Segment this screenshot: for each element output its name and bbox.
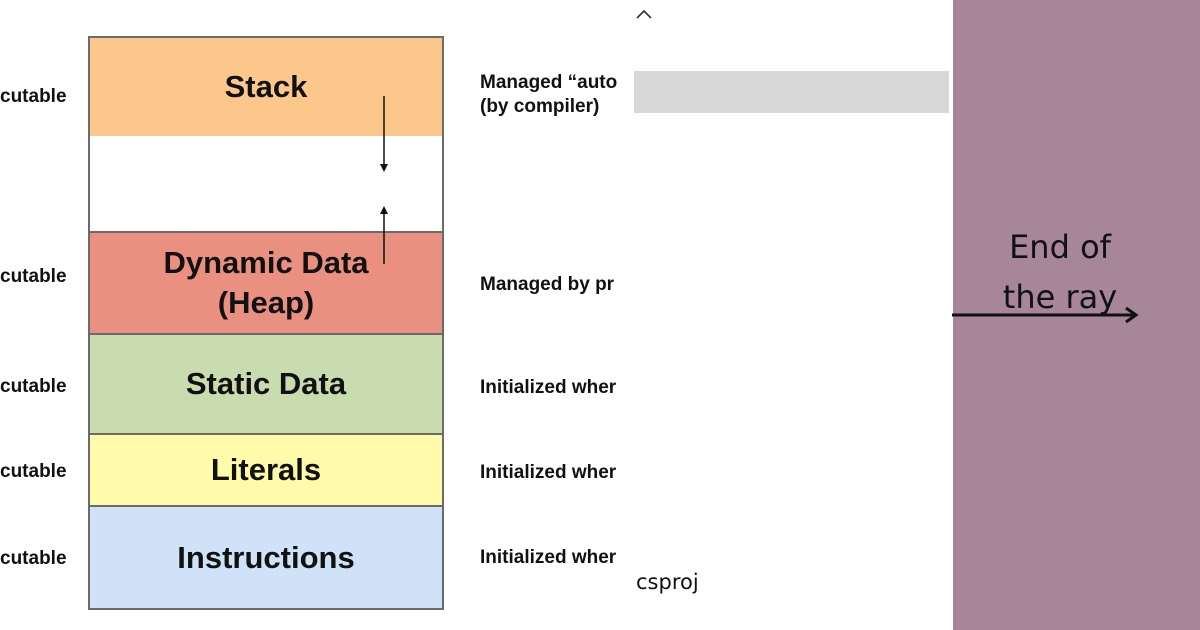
segment-label-instructions: Instructions — [177, 539, 355, 575]
desc-static: Initialized wher — [480, 377, 617, 398]
segment-stack: Stack — [88, 36, 444, 138]
desc-stack: Managed “auto (by compiler) — [480, 72, 618, 117]
end-of-ray-label: End of the ray — [1002, 228, 1118, 316]
segment-label-static: Static Data — [185, 366, 347, 401]
perm-label-instructions: cutable — [0, 548, 67, 569]
gray-placeholder-bar — [634, 71, 949, 113]
ray-arrow — [952, 306, 1139, 324]
segment-literals: Literals — [88, 433, 444, 507]
perm-label-literals: cutable — [0, 461, 67, 482]
file-label: csproj — [636, 570, 699, 594]
growth-arrows — [380, 96, 388, 264]
perm-label-static: cutable — [0, 376, 67, 397]
perm-label-stack: cutable — [0, 86, 67, 107]
segment-label-literals: Literals — [210, 452, 322, 487]
desc-heap: Managed by pr — [480, 274, 615, 295]
desc-literals: Initialized wher — [480, 462, 617, 483]
segment-label-stack: Stack — [224, 69, 308, 104]
segment-static-data: Static Data — [88, 333, 444, 435]
chevron-up-icon[interactable] — [634, 2, 654, 22]
desc-instructions: Initialized wher — [480, 547, 617, 568]
segment-label-heap: Dynamic Data (Heap) — [163, 245, 369, 320]
segment-instructions: Instructions — [88, 505, 444, 610]
perm-label-heap: cutable — [0, 266, 67, 287]
